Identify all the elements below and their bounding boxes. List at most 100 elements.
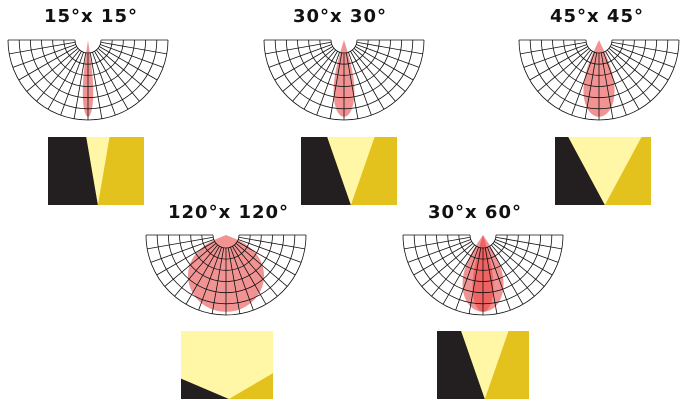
radial-line [100,41,167,55]
radial-line [607,49,651,102]
radial-line [495,236,562,250]
radial-line [292,49,336,102]
radial-line [494,241,553,276]
radial-line [150,239,214,263]
polar-grid-diagram [145,234,307,316]
radial-line [455,247,479,311]
radial-line [232,246,267,305]
dark-area [555,137,605,205]
radial-line [274,46,333,81]
polar-grid-diagram [7,39,169,121]
radial-line [558,51,593,110]
panel-title: 45°x 45° [550,6,644,27]
radial-line [268,44,332,68]
radial-line [352,49,396,102]
radial-line [484,247,498,314]
radial-line [529,46,588,81]
light-cone [86,137,110,205]
radial-line [431,244,475,297]
dark-area [301,137,351,205]
radial-line [26,48,79,92]
radial-line [265,41,332,55]
radial-line [356,41,423,55]
radial-line [36,49,80,102]
light-cone [181,331,273,399]
radial-line [96,49,140,102]
radial-line [600,52,614,119]
radial-line [468,247,482,314]
radial-line [611,44,675,68]
radial-line [355,46,414,81]
radial-line [537,48,590,92]
radial-line [94,51,129,110]
radial-line [523,44,587,68]
radial-line [571,52,595,116]
radial-line [238,236,305,250]
radial-line [348,52,372,116]
radial-line [316,52,340,116]
polar-grid-diagram [402,234,564,316]
beam-swatch [48,137,144,205]
radial-line [99,46,158,81]
radial-line [234,244,278,297]
radial-line [356,44,420,68]
radial-line [413,241,472,276]
polar-grid-diagram [518,39,680,121]
radial-line [345,52,359,119]
panel-title: 15°x 15° [44,6,138,27]
radial-line [174,244,218,297]
radial-line [156,241,215,276]
radial-line [60,52,84,116]
radial-line [282,48,335,92]
radial-line [520,41,587,55]
beam-swatch [181,331,273,399]
radial-line [92,52,116,116]
radial-line [407,239,471,263]
radial-line [211,247,225,314]
dark-area [48,137,98,205]
light-cone [461,331,509,399]
radial-line [492,243,545,287]
radial-line [147,236,214,250]
light-cone [327,137,375,205]
radial-line [230,247,254,311]
beam-swatch [437,331,529,399]
radial-line [495,239,559,263]
radial-line [198,247,222,311]
radial-line [237,241,296,276]
radial-line [73,52,87,119]
radial-line [47,51,82,110]
radial-line [421,243,474,287]
radial-line [185,246,220,305]
radial-line [605,51,640,110]
radial-line [442,246,477,305]
radial-line [12,44,76,68]
radial-line [584,52,598,119]
radial-line [603,52,627,116]
radial-line [227,247,241,314]
radial-line [491,244,535,297]
radial-line [547,49,591,102]
beam-swatch [301,137,397,205]
radial-line [18,46,77,81]
radial-line [487,247,511,311]
radial-line [303,51,338,110]
radial-line [353,48,406,92]
panel-title: 30°x 30° [293,6,387,27]
radial-line [608,48,661,92]
dark-area [437,331,485,399]
radial-line [97,48,150,92]
radial-line [350,51,385,110]
radial-line [404,236,471,250]
radial-line [611,41,678,55]
panel-title: 30°x 60° [428,202,522,223]
radial-line [238,239,302,263]
polar-grid-diagram [263,39,425,121]
light-cone [568,137,642,205]
radial-line [489,246,524,305]
beam-swatch [555,137,651,205]
radial-line [89,52,103,119]
panel-title: 120°x 120° [168,202,290,223]
radial-line [329,52,343,119]
radial-line [610,46,669,81]
